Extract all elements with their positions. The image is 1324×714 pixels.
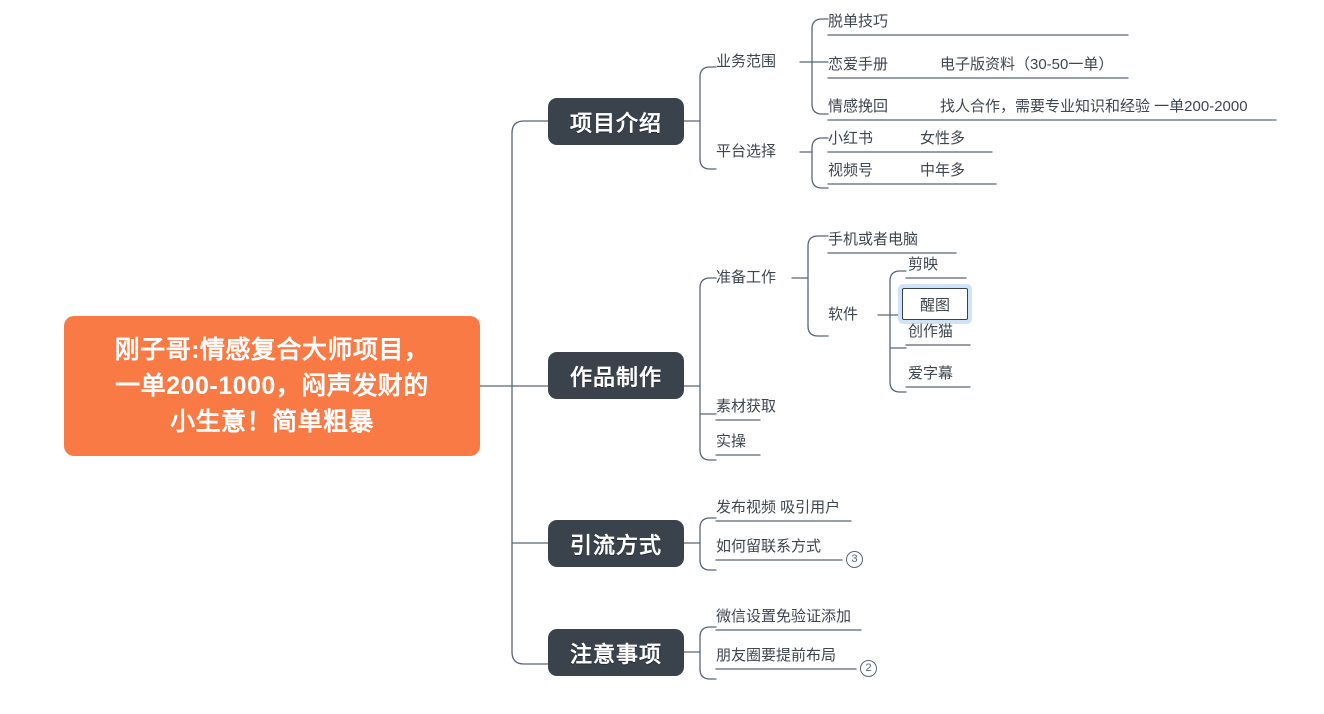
leaf-value-xiaohongshu[interactable]: 女性多 bbox=[920, 130, 966, 147]
leaf-node-xiaohongshu[interactable]: 小红书 bbox=[828, 130, 874, 147]
collapse-count-badge-traffic[interactable]: 3 bbox=[846, 551, 863, 568]
leaf-node-publish-video-attract-users[interactable]: 发布视频 吸引用户 bbox=[716, 499, 841, 516]
leaf-node-video-account[interactable]: 视频号 bbox=[828, 162, 874, 179]
leaf-node-emotional-recovery[interactable]: 情感挽回 bbox=[828, 98, 889, 115]
collapse-count-badge-precautions[interactable]: 2 bbox=[860, 660, 877, 677]
root-node[interactable]: 刚子哥:情感复合大师项目， 一单200-1000，闷声发财的 小生意！简单粗暴 bbox=[64, 316, 480, 456]
branch-label: 项目介绍 bbox=[569, 110, 662, 136]
leaf-node-love-handbook[interactable]: 恋爱手册 bbox=[828, 56, 889, 73]
node-software[interactable]: 软件 bbox=[828, 306, 859, 323]
leaf-value-emotional-recovery[interactable]: 找人合作，需要专业知识和经验 一单200-2000 bbox=[940, 98, 1248, 115]
branch-label: 引流方式 bbox=[569, 532, 662, 558]
leaf-value-video-account[interactable]: 中年多 bbox=[920, 162, 966, 179]
node-business-scope[interactable]: 业务范围 bbox=[716, 53, 777, 70]
branch-label: 注意事项 bbox=[569, 641, 662, 667]
node-platform-choice[interactable]: 平台选择 bbox=[716, 143, 777, 160]
leaf-node-material-sourcing[interactable]: 素材获取 bbox=[716, 398, 777, 415]
branch-node-project-intro[interactable]: 项目介绍 bbox=[548, 98, 684, 145]
node-preparation[interactable]: 准备工作 bbox=[716, 269, 777, 286]
leaf-node-aizimu[interactable]: 爱字幕 bbox=[908, 365, 954, 382]
leaf-node-phone-or-computer[interactable]: 手机或者电脑 bbox=[828, 231, 919, 248]
branch-node-content-production[interactable]: 作品制作 bbox=[548, 352, 684, 399]
leaf-node-jianying[interactable]: 剪映 bbox=[908, 256, 939, 273]
leaf-node-how-to-leave-contact[interactable]: 如何留联系方式 bbox=[716, 538, 822, 555]
leaf-node-chuangzuomao[interactable]: 创作猫 bbox=[908, 323, 954, 340]
leaf-node-moments-pre-layout[interactable]: 朋友圈要提前布局 bbox=[716, 647, 837, 664]
branch-node-precautions[interactable]: 注意事项 bbox=[548, 629, 684, 676]
root-label: 刚子哥:情感复合大师项目， 一单200-1000，闷声发财的 小生意！简单粗暴 bbox=[114, 336, 430, 436]
branch-label: 作品制作 bbox=[569, 364, 662, 390]
leaf-node-dating-skills[interactable]: 脱单技巧 bbox=[828, 13, 889, 30]
leaf-node-xingtu-selected[interactable]: 醒图 bbox=[902, 288, 968, 320]
branch-node-traffic-method[interactable]: 引流方式 bbox=[548, 520, 684, 567]
leaf-node-practice[interactable]: 实操 bbox=[716, 433, 747, 450]
leaf-value-love-handbook[interactable]: 电子版资料（30-50一单） bbox=[940, 56, 1114, 73]
leaf-node-wechat-no-verification[interactable]: 微信设置免验证添加 bbox=[716, 608, 852, 625]
